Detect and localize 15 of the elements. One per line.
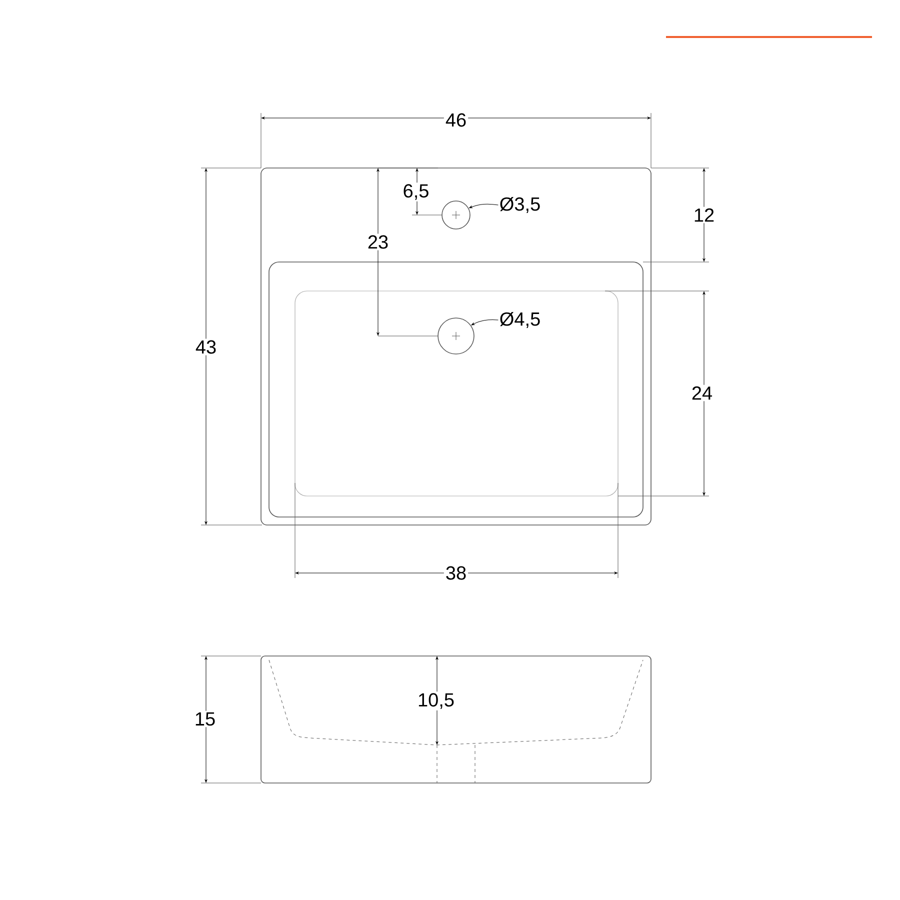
dimension-label: 12 (692, 206, 716, 224)
leader-line (469, 204, 498, 208)
dimension-label: 10,5 (416, 692, 456, 710)
drain-hole (438, 318, 474, 354)
dimension-label: 43 (194, 338, 218, 356)
dimension-label: 23 (366, 234, 390, 250)
drain-hole (442, 200, 470, 230)
dimension-label: 15 (192, 710, 218, 728)
dimension-label: 38 (444, 564, 468, 582)
dimension-label: 24 (690, 384, 714, 402)
diameter-label: Ø3,5 (500, 197, 540, 214)
diameter-label: Ø4,5 (500, 312, 540, 328)
leader-line (471, 320, 498, 326)
dimension-label: 6,5 (401, 182, 431, 202)
dimension-label: 46 (444, 112, 468, 128)
